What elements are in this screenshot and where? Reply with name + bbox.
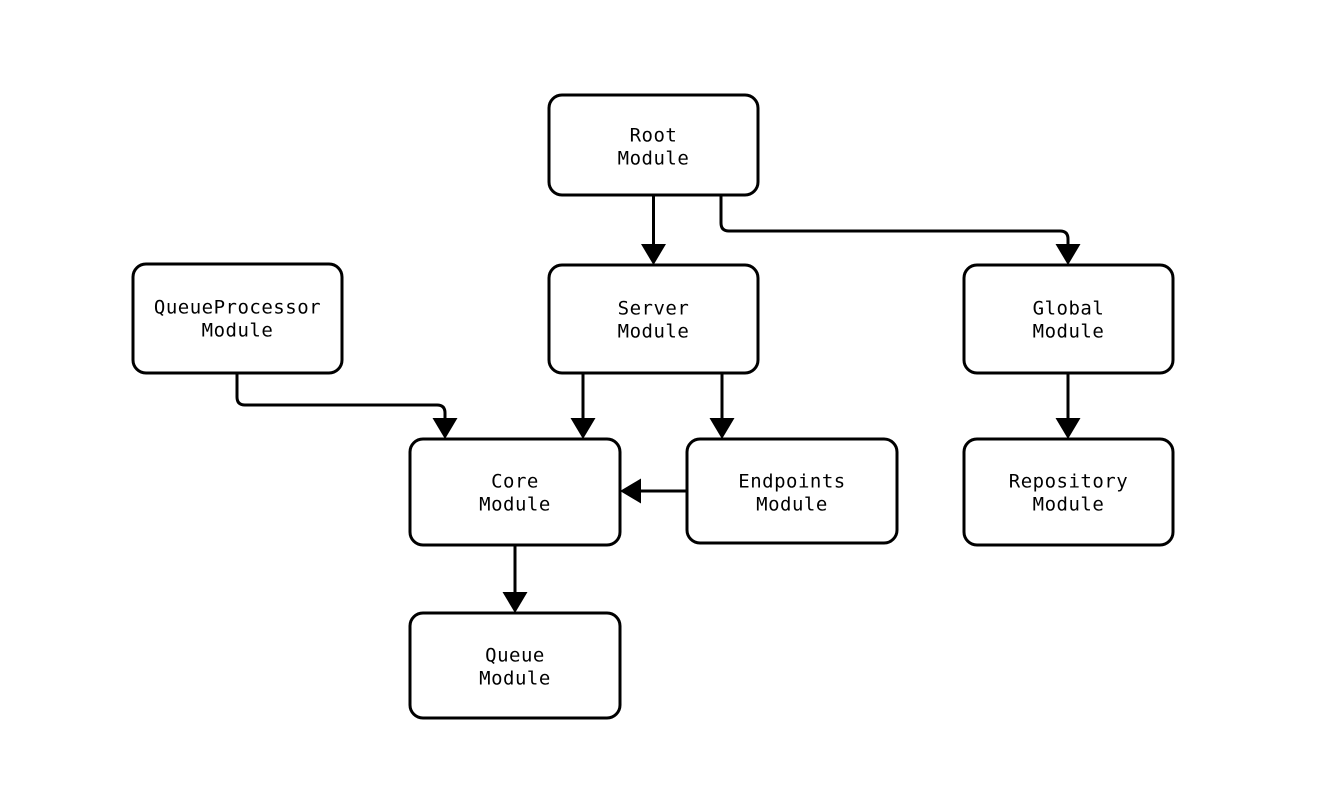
node-queueprocessor-module-box[interactable] bbox=[131, 262, 344, 375]
node-queue-module[interactable]: Queue Module bbox=[408, 611, 622, 720]
node-server-module-box[interactable] bbox=[547, 263, 760, 375]
node-global-module-label-line2: Module bbox=[1033, 321, 1105, 343]
edge-endpoints-to-core bbox=[620, 478, 687, 504]
node-repository-module-label-line1: Repository bbox=[1009, 471, 1128, 493]
node-endpoints-module-box[interactable] bbox=[685, 437, 899, 545]
node-queue-module-label-line1: Queue bbox=[485, 645, 545, 667]
node-root-module-label-line1: Root bbox=[630, 125, 678, 147]
node-layer: Root Module QueueProcessor Module Server… bbox=[131, 93, 1175, 720]
node-server-module[interactable]: Server Module bbox=[547, 263, 760, 375]
edge-global-to-repository bbox=[1055, 373, 1081, 439]
node-core-module-label-line1: Core bbox=[491, 471, 539, 493]
node-repository-module[interactable]: Repository Module bbox=[962, 437, 1175, 547]
edge-root-to-global bbox=[719, 195, 1081, 265]
node-root-module[interactable]: Root Module bbox=[547, 93, 760, 197]
node-queue-module-box[interactable] bbox=[408, 611, 622, 720]
node-repository-module-box[interactable] bbox=[962, 437, 1175, 547]
node-core-module-box[interactable] bbox=[408, 437, 622, 547]
node-queue-module-label-line2: Module bbox=[479, 668, 551, 690]
edge-core-to-queue bbox=[502, 545, 528, 613]
edge-server-to-core bbox=[570, 373, 596, 439]
node-global-module[interactable]: Global Module bbox=[962, 263, 1175, 375]
node-endpoints-module-label-line1: Endpoints bbox=[738, 471, 845, 493]
node-repository-module-label-line2: Module bbox=[1033, 494, 1105, 516]
node-global-module-label-line1: Global bbox=[1033, 298, 1105, 320]
node-global-module-box[interactable] bbox=[962, 263, 1175, 375]
node-core-module[interactable]: Core Module bbox=[408, 437, 622, 547]
node-queueprocessor-module-label-line2: Module bbox=[202, 320, 274, 342]
node-server-module-label-line1: Server bbox=[618, 298, 690, 320]
edge-queueprocessor-to-core bbox=[235, 373, 458, 439]
edge-server-to-endpoints bbox=[709, 373, 735, 439]
node-endpoints-module[interactable]: Endpoints Module bbox=[685, 437, 899, 545]
edge-layer bbox=[235, 195, 1081, 613]
node-root-module-label-line2: Module bbox=[618, 148, 690, 170]
node-endpoints-module-label-line2: Module bbox=[756, 494, 828, 516]
node-queueprocessor-module-label-line1: QueueProcessor bbox=[154, 297, 321, 319]
node-root-module-box[interactable] bbox=[547, 93, 760, 197]
edge-root-to-server bbox=[641, 195, 666, 265]
node-queueprocessor-module[interactable]: QueueProcessor Module bbox=[131, 262, 344, 375]
node-server-module-label-line2: Module bbox=[618, 321, 690, 343]
node-core-module-label-line2: Module bbox=[479, 494, 551, 516]
